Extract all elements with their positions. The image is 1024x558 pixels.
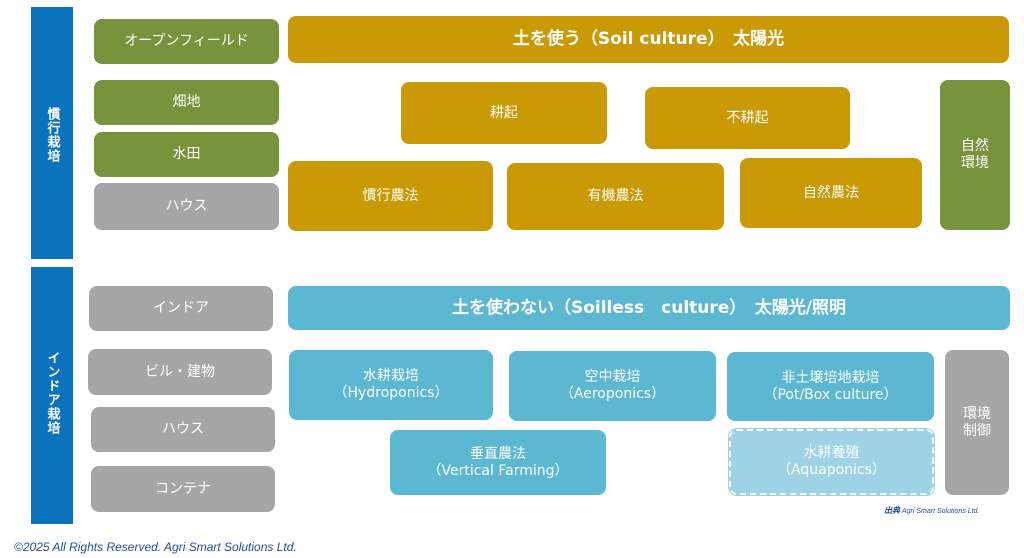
method-aeroponics-en: （Aeroponics） (559, 386, 666, 402)
method-hydroponics-ja: 水耕栽培 (363, 368, 419, 385)
copyright-notice: ©2025 All Rights Reserved. Agri Smart So… (14, 540, 297, 554)
category-indoor: インドア (89, 286, 273, 331)
method-hydroponics: 水耕栽培 （Hydroponics） (289, 350, 493, 420)
environment-control-box: 環境 制御 (945, 350, 1009, 495)
source-label: 出典 (884, 506, 900, 515)
method-natural-farming: 自然農法 (740, 158, 922, 228)
category-upland-field: 畑地 (94, 80, 279, 125)
category-paddy-field: 水田 (94, 132, 279, 177)
natural-environment-box: 自然 環境 (940, 80, 1010, 230)
method-tillage: 耕起 (401, 82, 607, 144)
method-pot-box-culture: 非土壌培地栽培 （Pot/Box culture） (727, 352, 934, 421)
category-container: コンテナ (91, 466, 275, 512)
method-organic-farming: 有機農法 (507, 163, 724, 230)
section-label-conventional: 慣行栽培 (31, 7, 73, 259)
method-vertical-farming-en: （Vertical Farming） (427, 462, 569, 479)
category-greenhouse-indoor: ハウス (91, 407, 275, 452)
soilless-culture-header: 土を使わない（Soilless culture） 太陽光/照明 (288, 286, 1010, 330)
natural-environment-line1: 自然 (961, 138, 989, 155)
method-conventional-farming: 慣行農法 (288, 161, 493, 231)
source-name: Agri Smart Solutions Ltd. (901, 508, 980, 515)
category-greenhouse-conventional: ハウス (94, 183, 279, 230)
section-label-conventional-text: 慣行栽培 (44, 107, 60, 163)
method-hydroponics-en: （Hydroponics） (333, 385, 449, 401)
method-no-tillage: 不耕起 (645, 87, 850, 149)
method-aquaponics-en: （Aquaponics） (777, 462, 886, 478)
section-label-indoor-text: インドア栽培 (44, 351, 60, 435)
method-aquaponics-ja: 水耕養殖 (803, 445, 860, 462)
source-credit: 出典 Agri Smart Solutions Ltd. (884, 505, 979, 516)
method-pot-box-culture-ja: 非土壌培地栽培 (781, 369, 880, 386)
environment-control-line1: 環境 (963, 405, 991, 422)
method-aeroponics: 空中栽培 （Aeroponics） (509, 351, 716, 421)
method-pot-box-culture-en: （Pot/Box culture） (763, 386, 898, 403)
environment-control-line2: 制御 (963, 422, 991, 439)
method-vertical-farming: 垂直農法 （Vertical Farming） (390, 430, 606, 495)
method-aeroponics-ja: 空中栽培 (584, 369, 641, 386)
category-building: ビル・建物 (88, 349, 272, 395)
method-aquaponics: 水耕養殖 （Aquaponics） (728, 428, 935, 496)
method-vertical-farming-ja: 垂直農法 (470, 445, 526, 462)
soil-culture-header: 土を使う（Soil culture） 太陽光 (288, 16, 1009, 63)
section-label-indoor: インドア栽培 (31, 267, 73, 524)
natural-environment-line2: 環境 (961, 155, 989, 171)
category-open-field: オープンフィールド (94, 19, 279, 64)
